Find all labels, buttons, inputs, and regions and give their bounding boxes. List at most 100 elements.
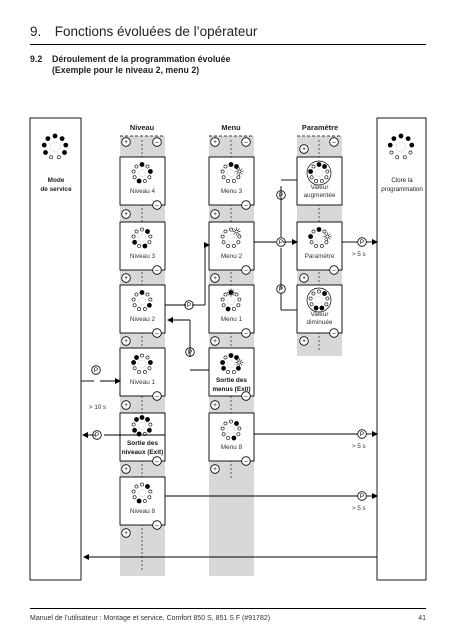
dial-menu-exit — [220, 353, 244, 374]
key-minus-menu-exit[interactable]: – — [241, 391, 251, 401]
svg-text:+: + — [124, 211, 128, 218]
key-minus-niveau-top[interactable]: – — [152, 137, 162, 147]
dial-niveau-2 — [131, 290, 153, 311]
svg-text:–: – — [332, 139, 336, 146]
dial-niveau-4 — [131, 162, 153, 184]
dial-niveau-1 — [131, 353, 153, 374]
key-minus-niveau-exit[interactable]: – — [152, 456, 162, 466]
svg-text:P: P — [187, 302, 191, 309]
section-number: 9.2 — [30, 54, 43, 64]
close-programming-label: Clore la programmation — [381, 177, 423, 193]
key-plus-menu-3[interactable]: + — [210, 209, 220, 219]
timing-exit-label-3: > 5 s — [352, 505, 366, 512]
dial-mode-de-service — [41, 133, 69, 160]
niveau-3-label: Niveau 3 — [129, 253, 156, 260]
key-plus-param-top[interactable]: + — [299, 144, 309, 154]
key-minus-menu-2[interactable]: – — [241, 265, 251, 275]
svg-text:+: + — [302, 338, 306, 345]
key-plus-valeur-diminuee[interactable]: + — [299, 336, 309, 346]
key-p-exit-3[interactable]: P — [357, 491, 367, 501]
niveau-exit-label: Sortie des niveaux (Exit) — [121, 440, 164, 456]
svg-text:–: – — [244, 393, 248, 400]
box-niveau-exit[interactable] — [119, 412, 166, 462]
svg-text:+: + — [124, 530, 128, 537]
svg-text:+: + — [213, 338, 217, 345]
key-minus-menu-3[interactable]: – — [241, 200, 251, 210]
key-plus-parametre[interactable]: + — [299, 273, 309, 283]
chapter-divider — [30, 44, 426, 45]
svg-text:–: – — [244, 139, 248, 146]
key-plus-niveau-exit[interactable]: + — [121, 464, 131, 474]
key-minus-valeur-diminuee[interactable]: – — [329, 328, 339, 338]
timing-exit-label-1: > 5 s — [352, 251, 366, 258]
key-plus-menu-8[interactable]: + — [210, 464, 220, 474]
key-minus-menu-top[interactable]: – — [241, 137, 251, 147]
key-p-exit-2[interactable]: P — [357, 429, 367, 439]
menu-exit-label: Sortie des menus (Exit) — [212, 377, 251, 393]
mode-de-service-label: Mode de service — [40, 177, 72, 193]
menu-1-label: Menu 1 — [220, 316, 243, 323]
dial-menu-3 — [220, 162, 244, 183]
valeur-diminuee-label: Valeur diminuée — [306, 311, 333, 326]
right-close-panel — [376, 117, 427, 581]
key-plus-menu-2[interactable]: + — [210, 273, 220, 283]
svg-text:+: + — [213, 139, 217, 146]
svg-text:–: – — [244, 267, 248, 274]
dial-menu-2 — [220, 227, 242, 248]
niveau-8-label: Niveau 8 — [129, 508, 156, 515]
key-plus-menu-1[interactable]: + — [210, 336, 220, 346]
timing-exit-label-2: > 5 s — [352, 443, 366, 450]
key-buttons: + – + – + – + – + – + – + – + – + – + – + – + – + – + – + – + – P P P P P P P P… — [91, 137, 367, 538]
chapter-title: 9. Fonctions évoluées de l’opérateur — [30, 24, 258, 39]
page-number: 41 — [418, 615, 426, 622]
key-plus-niveau-2[interactable]: + — [121, 336, 131, 346]
footer-text: Manuel de l’utilisateur : Montage et ser… — [30, 615, 271, 622]
key-plus-menu-exit[interactable]: + — [210, 400, 220, 410]
key-plus-niveau-top[interactable]: + — [121, 137, 131, 147]
key-minus-niveau-1[interactable]: – — [152, 391, 162, 401]
svg-text:+: + — [124, 275, 128, 282]
svg-text:–: – — [155, 458, 159, 465]
niveau-2-label: Niveau 2 — [129, 316, 156, 323]
key-minus-menu-8[interactable]: – — [241, 456, 251, 466]
svg-text:–: – — [155, 522, 159, 529]
svg-text:P: P — [360, 431, 364, 438]
key-minus-niveau-3[interactable]: – — [152, 265, 162, 275]
footer-divider — [30, 608, 426, 609]
key-minus-niveau-8[interactable]: – — [152, 520, 162, 530]
svg-text:+: + — [213, 211, 217, 218]
menu-2-label: Menu 2 — [220, 253, 243, 260]
svg-text:+: + — [213, 466, 217, 473]
key-plus-niveau-4[interactable]: + — [121, 209, 131, 219]
svg-text:–: – — [155, 139, 159, 146]
parametre-label: Paramètre — [304, 253, 335, 260]
svg-text:+: + — [124, 402, 128, 409]
svg-text:+: + — [302, 146, 306, 153]
svg-text:–: – — [155, 267, 159, 274]
svg-text:P: P — [279, 239, 283, 246]
key-plus-niveau-8[interactable]: + — [121, 528, 131, 538]
svg-text:P: P — [360, 239, 364, 246]
svg-text:+: + — [302, 275, 306, 282]
key-minus-menu-1[interactable]: – — [241, 328, 251, 338]
key-minus-param-top[interactable]: – — [329, 137, 339, 147]
key-minus-parametre[interactable]: – — [329, 265, 339, 275]
dial-valeur-diminuee — [308, 289, 330, 311]
svg-text:+: + — [124, 338, 128, 345]
dial-niveau-3 — [131, 227, 153, 249]
column-header-niveau: Niveau — [129, 123, 155, 132]
key-p-exit-1[interactable]: P — [357, 237, 367, 247]
dial-niveau-8 — [131, 482, 153, 504]
key-minus-niveau-4[interactable]: – — [152, 200, 162, 210]
key-plus-niveau-1[interactable]: + — [121, 400, 131, 410]
key-plus-menu-top[interactable]: + — [210, 137, 220, 147]
key-p-niveau-exit[interactable]: P — [92, 430, 102, 440]
valeur-augmentee-label: Valeur augmentée — [303, 184, 336, 199]
svg-text:–: – — [244, 202, 248, 209]
svg-text:P: P — [94, 367, 98, 374]
key-minus-niveau-2[interactable]: – — [152, 328, 162, 338]
key-plus-niveau-3[interactable]: + — [121, 273, 131, 283]
key-p-mode-enter[interactable]: P — [91, 365, 101, 375]
svg-text:–: – — [332, 267, 336, 274]
svg-text:–: – — [155, 393, 159, 400]
